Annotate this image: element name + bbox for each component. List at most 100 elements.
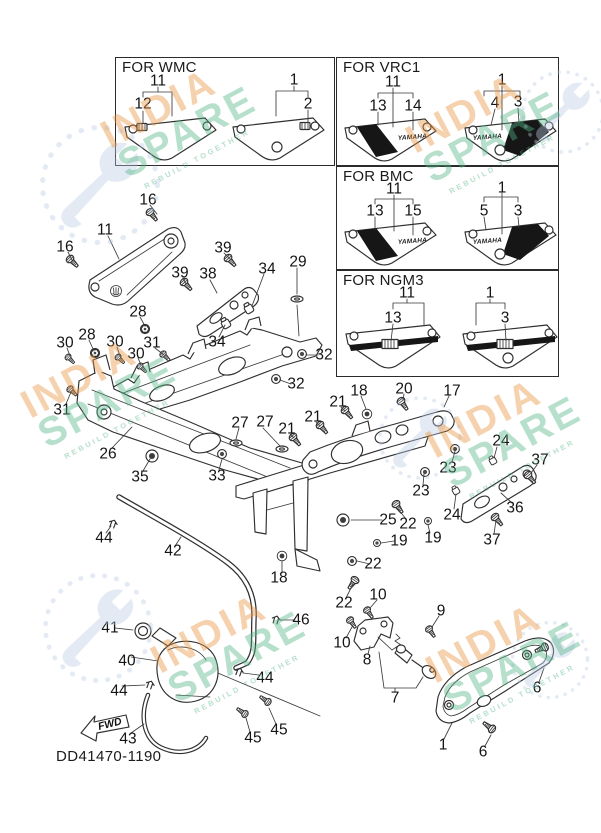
bolt-28 [89,347,101,359]
callout-18: 18 [270,569,288,587]
callout-13: 13 [384,309,402,327]
yamaha-emblem: YAMAHA [473,133,503,142]
clip-19 [373,539,381,547]
callout-22: 22 [364,555,382,573]
inset-bmc-art: YAMAHA YAMAHA [344,222,557,266]
yamaha-fork-emblem-icon [110,285,122,297]
screw-31 [65,384,80,399]
grommet-27 [229,439,243,447]
inset-box-ngm3: FOR NGM3 [336,270,559,377]
damper-18 [276,550,288,562]
callout-46: 46 [292,611,310,629]
callout-38: 38 [199,265,217,283]
fwd-arrow: FWD [80,714,130,742]
callout-1: 1 [438,736,448,754]
callout-31: 31 [143,334,161,352]
part-11-side-cover [88,226,186,306]
callout-20: 20 [395,380,413,398]
callout-36: 36 [506,499,524,517]
callout-39: 39 [171,264,189,282]
callout-25: 25 [379,511,397,529]
callout-37: 37 [483,531,501,549]
callout-11: 11 [385,180,403,198]
callout-22: 22 [399,515,417,533]
callout-10: 10 [333,634,351,652]
callout-22: 22 [335,594,353,612]
callout-30: 30 [127,345,145,363]
callout-17: 17 [443,382,461,400]
callout-27: 27 [231,414,249,432]
nut-32 [271,374,281,384]
clip-19 [424,517,432,525]
emblem-2-icon [299,121,311,131]
callout-30: 30 [106,333,124,351]
screw-37 [489,511,506,529]
callout-34: 34 [208,333,226,351]
diagram-code: DD41470-1190 [56,748,162,765]
inset-box-title: FOR WMC [122,59,197,76]
emblem-3-icon [496,338,514,350]
callout-21: 21 [329,393,347,411]
callout-3: 3 [500,309,510,327]
callout-1: 1 [289,71,299,89]
hose-42 [116,494,257,671]
emblem-13-icon [381,338,399,350]
callout-29: 29 [289,253,307,271]
damper-24 [450,484,461,496]
callout-10: 10 [369,586,387,604]
callout-3: 3 [513,93,523,111]
callout-42: 42 [164,542,182,560]
damper-18 [361,408,373,420]
callout-44: 44 [95,529,113,547]
callout-5: 5 [479,202,489,220]
damper-35 [145,449,159,463]
clip-46 [270,614,282,625]
clip-44 [107,518,119,530]
damper-24 [487,454,498,466]
callout-24: 24 [492,432,510,450]
callout-28: 28 [78,326,96,344]
callout-26: 26 [99,445,117,463]
fwd-label: FWD [97,715,124,733]
grommet-27 [275,445,289,453]
callout-13: 13 [366,202,384,220]
callout-18: 18 [350,382,368,400]
callout-13: 13 [369,97,387,115]
callout-30: 30 [56,334,74,352]
yamaha-emblem: YAMAHA [473,237,503,246]
callout-23: 23 [439,459,457,477]
bracket-38 [196,286,260,338]
screw-6 [480,718,498,735]
inset-box-bmc: FOR BMC [336,166,559,270]
nut-33 [217,449,227,459]
damper-25 [336,513,350,527]
yamaha-emblem: YAMAHA [398,133,428,142]
inset-box-title: FOR NGM3 [343,272,424,289]
callout-8: 8 [362,651,372,669]
callout-35: 35 [131,468,149,486]
callout-44: 44 [256,669,274,687]
callout-19: 19 [390,532,408,550]
callout-41: 41 [101,619,119,637]
callout-6: 6 [478,743,488,761]
bracket-8 [353,616,399,651]
screw-22 [344,574,361,592]
callout-2: 2 [303,95,313,113]
reservoir-tank-40 [134,622,321,717]
callout-16: 16 [139,191,157,209]
callout-24: 24 [443,506,461,524]
callout-23: 23 [412,482,430,500]
hose-43 [141,692,209,755]
callout-32: 32 [315,346,333,364]
callout-32: 32 [287,375,305,393]
screw-16 [144,206,161,224]
callout-21: 21 [278,420,296,438]
screw-16 [64,253,81,270]
callout-28: 28 [129,303,147,321]
inset-box-wmc: FOR WMC [115,57,335,166]
callout-16: 16 [56,238,74,256]
screw-10 [361,604,377,621]
callout-1: 1 [497,179,507,197]
callout-11: 11 [398,284,416,302]
